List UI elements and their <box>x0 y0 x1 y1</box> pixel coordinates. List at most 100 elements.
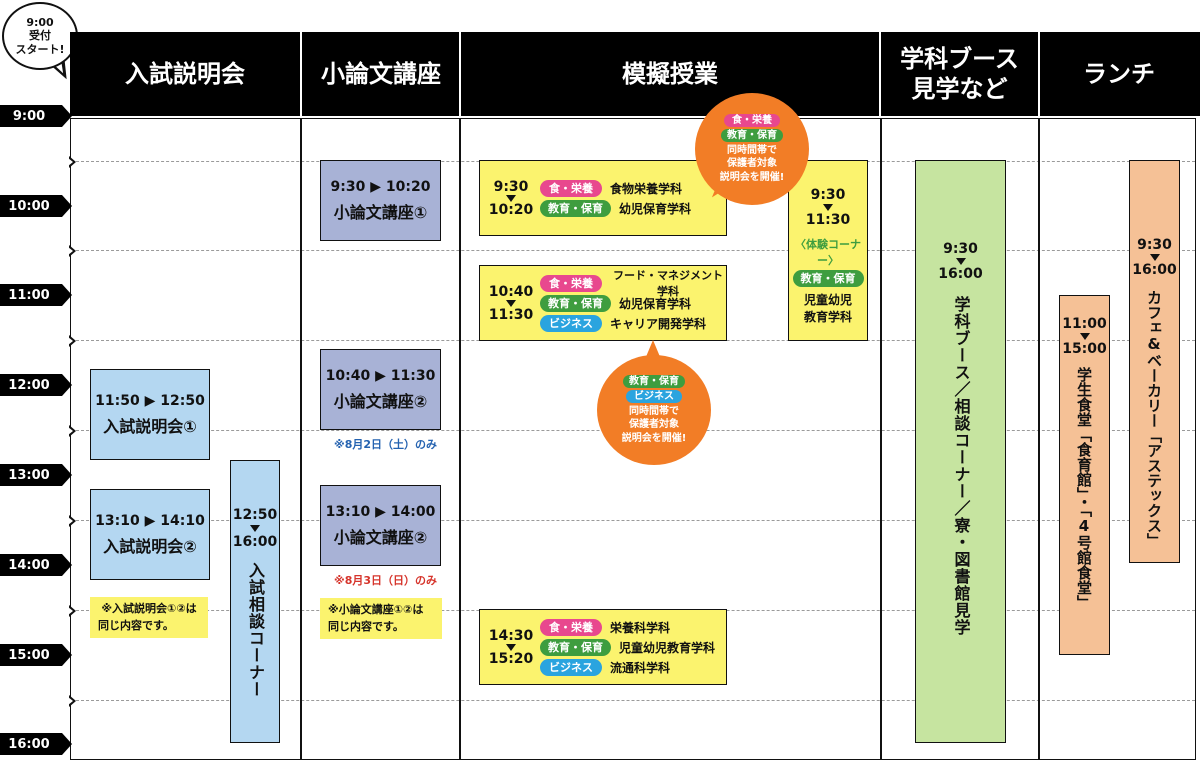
note-line: ※入試説明会①②は <box>101 602 197 615</box>
down-arrow-icon <box>955 258 966 265</box>
soudan-start: 12:50 <box>232 507 278 523</box>
dept-name: 児童幼児 <box>803 293 852 307</box>
down-arrow-icon <box>250 525 260 532</box>
start-label: 受付 <box>29 29 51 43</box>
dept-name: 教育学科 <box>803 310 852 324</box>
col-header-nyushi: 入試説明会 <box>125 60 245 88</box>
bubble-text: 保護者対象 <box>727 158 777 170</box>
block-start: 10:40 <box>488 283 534 300</box>
block-end: 10:20 <box>488 201 534 218</box>
mogi-row: ビジネスキャリア開発学科 <box>540 313 726 333</box>
block-start: 9:30 <box>493 178 529 195</box>
shoronbun-session-3: 13:10 ▶ 14:00 小論文講座② <box>320 485 441 566</box>
shoronbun-session-1: 9:30 ▶ 10:20 小論文講座① <box>320 160 441 241</box>
taiken-label: 〈体験コーナー〉 <box>795 238 861 267</box>
lunch-cafe: 9:30 16:00 カフェ&ベーカリー「アステックス」 <box>1129 160 1180 563</box>
taiken-start: 9:30 <box>810 187 846 203</box>
col-header-lunch: ランチ <box>1083 60 1155 88</box>
time-label: 10:00 <box>0 195 72 217</box>
dept-name: 流通科学科 <box>610 660 671 675</box>
mogi-row: 食・栄養フード・マネジメント学科 <box>540 269 726 298</box>
session-time: 10:40 ▶ 11:30 <box>325 367 436 384</box>
tag-food: 食・栄養 <box>540 618 602 636</box>
mogi-row: 食・栄養栄養科学科 <box>540 617 715 637</box>
col-header-booth: 学科ブース 見学など <box>881 32 1038 116</box>
booth-start: 9:30 <box>943 241 978 257</box>
time-label: 14:00 <box>0 554 72 576</box>
session-time: 13:10 ▶ 14:10 <box>95 512 205 529</box>
bubble-text: 保護者対象 <box>629 419 679 431</box>
note-line: 同じ内容です。 <box>98 618 174 632</box>
session-title: 入試説明会② <box>103 536 197 556</box>
time-label: 13:00 <box>0 464 72 486</box>
block-end: 11:30 <box>488 306 534 323</box>
soudan-end: 16:00 <box>232 534 278 550</box>
session-title: 小論文講座① <box>333 202 428 222</box>
tag-education: 教育・保育 <box>540 294 611 312</box>
start-label-2: スタート! <box>15 42 65 56</box>
shokudo-title: 学生食堂「食育館」・「4号館食堂」 <box>1075 367 1093 610</box>
nyushi-note: ※入試説明会①②は 同じ内容です。 <box>90 597 208 638</box>
mogi-row: 教育・保育幼児保育学科 <box>540 198 691 218</box>
nyushi-session-1: 11:50 ▶ 12:50 入試説明会① <box>90 369 210 460</box>
cafe-start: 9:30 <box>1137 237 1172 253</box>
bubble-text: 同時間帯で <box>629 405 679 417</box>
block-end: 15:20 <box>488 650 534 667</box>
mogi-block-2: 10:40 11:30 食・栄養フード・マネジメント学科 教育・保育幼児保育学科… <box>479 265 727 341</box>
down-arrow-icon <box>506 299 516 307</box>
time-label: 15:00 <box>0 644 72 666</box>
lunch-shokudo: 11:00 15:00 学生食堂「食育館」・「4号館食堂」 <box>1059 295 1110 655</box>
tag-education: 教育・保育 <box>623 374 685 388</box>
shoronbun-note: ※小論文講座①②は 同じ内容です。 <box>320 598 442 639</box>
session-title: 小論文講座② <box>333 527 428 547</box>
mogi-row: 教育・保育幼児保育学科 <box>540 293 726 313</box>
tag-education: 教育・保育 <box>540 638 611 656</box>
note-line: 同じ内容です。 <box>328 619 404 633</box>
mogi-row: 食・栄養食物栄養学科 <box>540 178 691 198</box>
start-time: 9:00 <box>26 16 54 30</box>
note-line: ※小論文講座①②は <box>328 603 424 616</box>
session-time: 9:30 ▶ 10:20 <box>330 178 431 195</box>
col-header-mogi: 模擬授業 <box>622 60 718 88</box>
cafe-end: 16:00 <box>1132 262 1177 278</box>
column-header-bar: 入試説明会 小論文講座 模擬授業 学科ブース 見学など ランチ <box>70 32 1200 116</box>
session-time: 11:50 ▶ 12:50 <box>95 392 205 409</box>
bubble-text: 説明会を開催! <box>621 432 687 444</box>
shokudo-end: 15:00 <box>1062 341 1107 357</box>
parent-session-bubble-1: 食・栄養 教育・保育 同時間帯で 保護者対象 説明会を開催! <box>695 93 809 205</box>
down-arrow-icon <box>506 194 516 202</box>
cafe-title: カフェ&ベーカリー「アステックス」 <box>1145 290 1163 548</box>
down-arrow-icon <box>1079 333 1090 340</box>
booth-title: 学科ブース／相談コーナー／寮・図書館見学 <box>951 296 971 636</box>
tag-food: 食・栄養 <box>540 179 602 197</box>
tag-business: ビジネス <box>540 314 602 332</box>
taiken-end: 11:30 <box>805 212 851 228</box>
session-time: 13:10 ▶ 14:00 <box>325 503 436 520</box>
dept-name: フード・マネジメント学科 <box>613 269 723 298</box>
time-label: 16:00 <box>0 733 72 755</box>
date-note-aug2: ※8月2日（土）のみ <box>334 438 438 451</box>
mogi-block-1: 9:30 10:20 食・栄養食物栄養学科 教育・保育幼児保育学科 <box>479 160 727 236</box>
tag-business: ビジネス <box>540 658 602 676</box>
shokudo-start: 11:00 <box>1062 316 1107 332</box>
down-arrow-icon <box>1149 254 1160 261</box>
nyushi-session-2: 13:10 ▶ 14:10 入試説明会② <box>90 489 210 580</box>
dept-name: 食物栄養学科 <box>610 181 683 196</box>
mogi-taiken-corner: 9:30 11:30 〈体験コーナー〉 教育・保育 児童幼児 教育学科 <box>788 160 868 341</box>
mogi-row: ビジネス流通科学科 <box>540 657 715 677</box>
shoronbun-session-2: 10:40 ▶ 11:30 小論文講座② <box>320 349 441 430</box>
dept-name: 栄養科学科 <box>610 620 671 635</box>
session-title: 入試説明会① <box>103 416 197 436</box>
down-arrow-icon <box>506 643 516 651</box>
tag-food: 食・栄養 <box>724 113 780 127</box>
dept-name: 児童幼児教育学科 <box>619 640 716 655</box>
mogi-row: 教育・保育児童幼児教育学科 <box>540 637 715 657</box>
time-label: 9:00 <box>0 105 72 127</box>
dept-name: 幼児保育学科 <box>619 296 692 311</box>
booth-end: 16:00 <box>938 266 983 282</box>
bubble-text: 同時間帯で <box>727 144 777 156</box>
date-note-aug3: ※8月3日（日）のみ <box>334 574 438 587</box>
time-label: 12:00 <box>0 374 72 396</box>
bubble-text: 説明会を開催! <box>719 171 785 183</box>
tag-education: 教育・保育 <box>792 270 864 287</box>
